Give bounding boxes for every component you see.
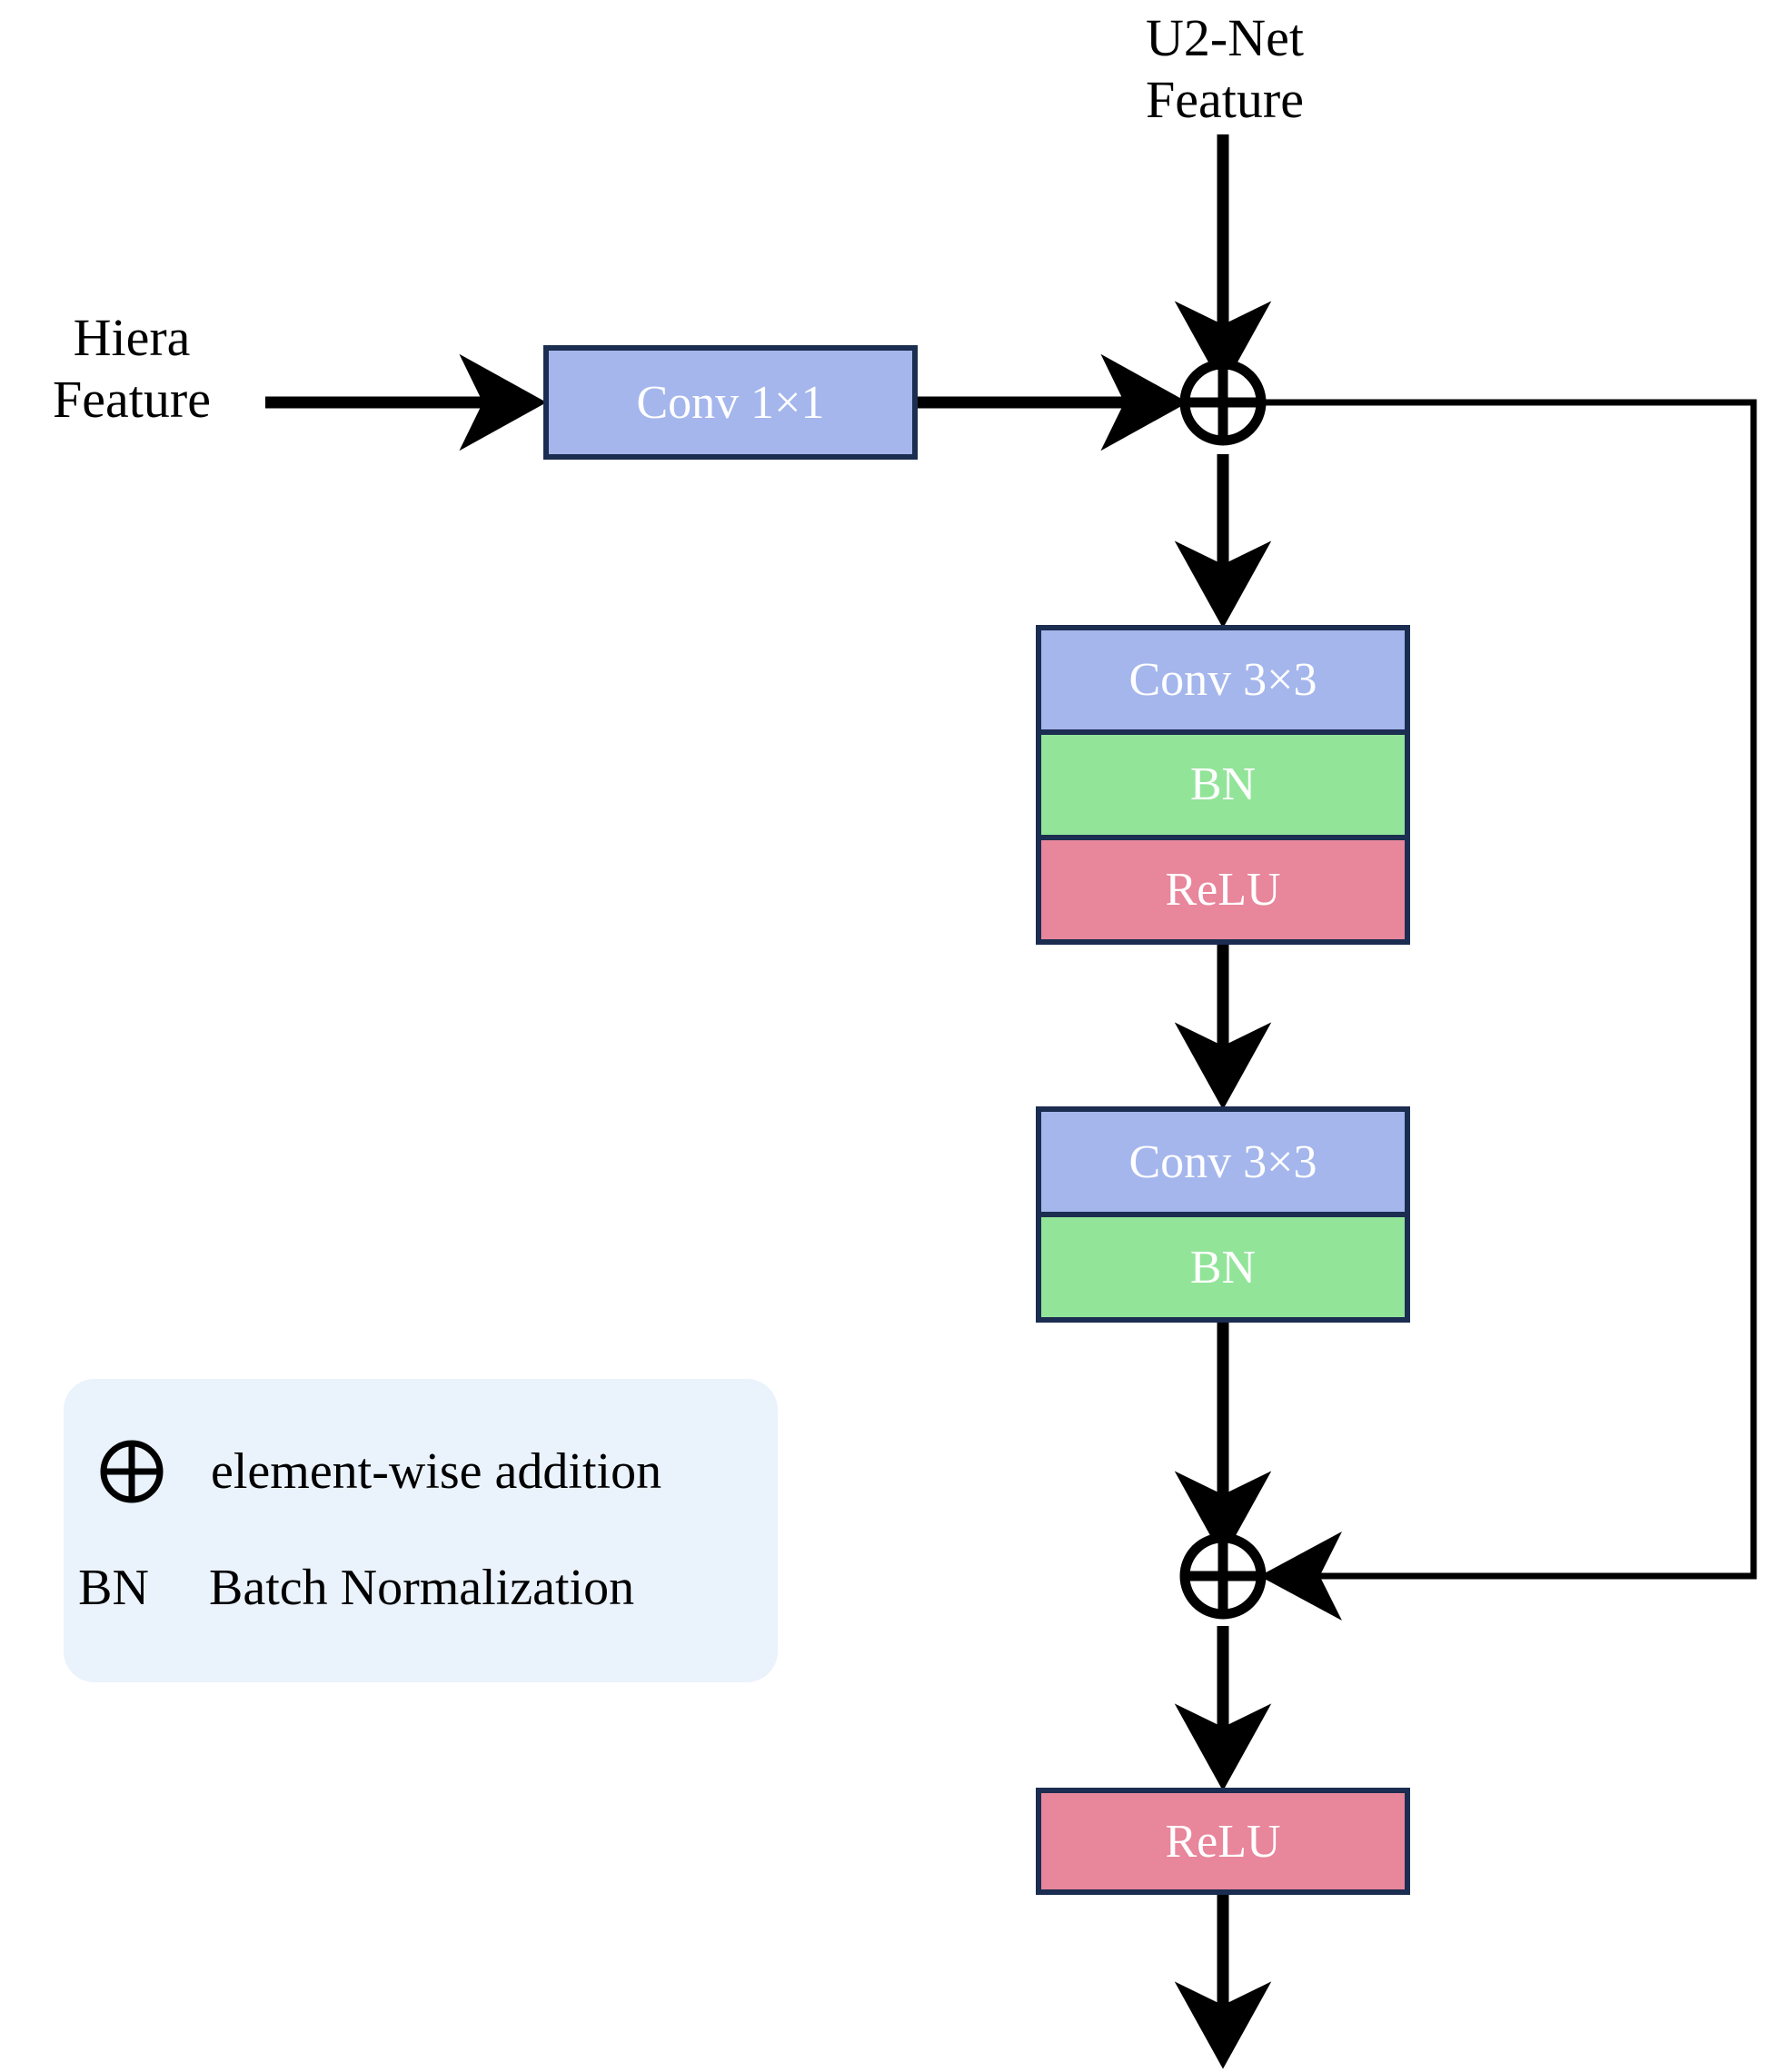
legend-bn-text: Batch Normalization	[209, 1560, 635, 1616]
final-relu-label: ReLU	[1041, 1793, 1405, 1889]
legend-addition-text: element-wise addition	[211, 1443, 662, 1500]
legend-row-bn: BN Batch Normalization	[55, 1544, 634, 1631]
block1-conv-label: Conv 3×3	[1041, 630, 1405, 736]
conv1x1-block: Conv 1×1	[543, 345, 918, 460]
block2-bn-label: BN	[1041, 1217, 1405, 1317]
conv-bn-block: Conv 3×3 BN	[1036, 1106, 1410, 1323]
conv1x1-label: Conv 1×1	[549, 351, 912, 454]
hiera-feature-label: Hiera Feature	[53, 308, 211, 430]
legend-bn-symbol: BN	[78, 1560, 149, 1616]
legend-row-addition: element-wise addition	[73, 1428, 661, 1515]
legend-panel	[64, 1379, 778, 1682]
plus-circle-icon	[73, 1438, 191, 1505]
block2-conv-label: Conv 3×3	[1041, 1112, 1405, 1217]
skip-connection	[1223, 399, 1757, 1621]
add-node-bottom	[1179, 1532, 1267, 1620]
final-relu-block: ReLU	[1036, 1788, 1410, 1895]
block1-relu-label: ReLU	[1041, 839, 1405, 939]
conv-bn-relu-block: Conv 3×3 BN ReLU	[1036, 625, 1410, 945]
block1-bn-label: BN	[1041, 735, 1405, 840]
add-node-top	[1179, 359, 1267, 446]
u2net-feature-label: U2-Net Feature	[1146, 8, 1304, 130]
